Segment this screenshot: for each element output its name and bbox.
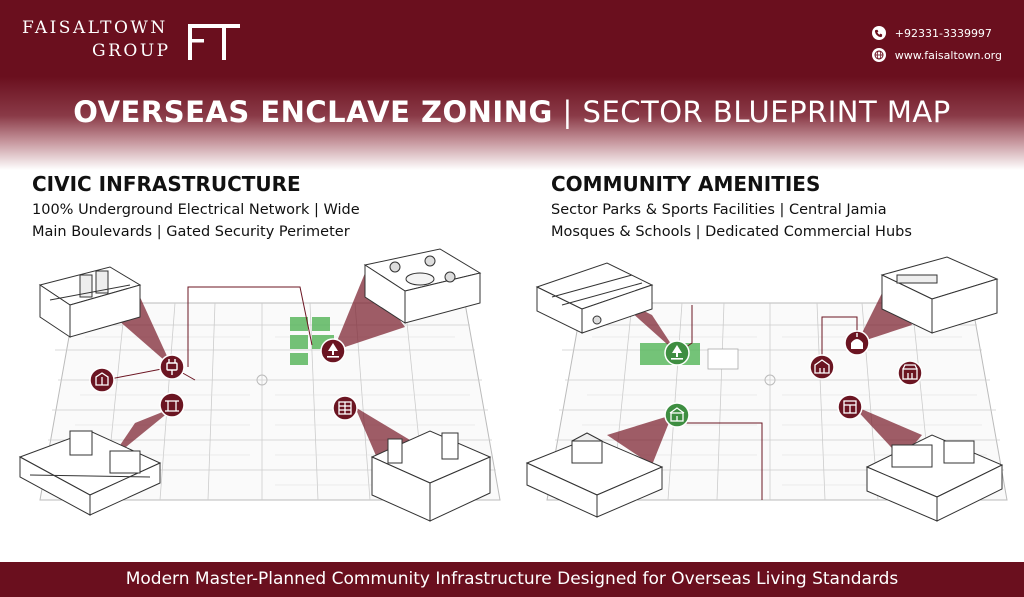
ft-logo-icon [188, 24, 240, 60]
marker-park-amenity[interactable] [664, 340, 690, 366]
park-building-icon [363, 248, 482, 324]
community-heading: COMMUNITY AMENITIES [551, 172, 821, 196]
phone-row[interactable]: +92331-3339997 [871, 26, 1002, 40]
marker-commercial-2[interactable] [837, 394, 863, 420]
park-icon [327, 343, 339, 358]
phone-number: +92331-3339997 [894, 26, 992, 40]
marker-mosque[interactable] [844, 330, 870, 356]
marker-community-building[interactable] [809, 354, 835, 380]
civic-heading: CIVIC INFRASTRUCTURE [32, 172, 301, 196]
title-separator: | [552, 95, 583, 129]
commercial-shop-icon [902, 364, 918, 380]
community-description: Sector Parks & Sports Facilities | Centr… [551, 199, 912, 243]
marker-boulevard[interactable] [159, 392, 185, 418]
commercial-shop-icon [843, 400, 857, 414]
marker-commercial[interactable] [897, 360, 923, 386]
brand-group: GROUP [92, 41, 171, 61]
community-line-2: Mosques & Schools | Dedicated Commercial… [551, 224, 912, 240]
title-bold: OVERSEAS ENCLAVE ZONING [73, 95, 553, 129]
title-light: SECTOR BLUEPRINT MAP [582, 95, 951, 129]
utility-building-icon [38, 266, 142, 338]
mosque-icon [851, 333, 863, 349]
website-link: www.faisaltown.org [894, 48, 1002, 62]
boulevard-icon [165, 400, 179, 412]
brand[interactable]: FAISALTOWN GROUP [22, 18, 171, 61]
page-title: OVERSEAS ENCLAVE ZONING | SECTOR BLUEPRI… [0, 95, 1024, 129]
marker-school[interactable] [664, 402, 690, 428]
building-icon [814, 359, 830, 374]
marker-building[interactable] [332, 395, 358, 421]
park-icon [671, 345, 683, 360]
security-gate-icon [95, 372, 109, 386]
footer-banner: Modern Master-Planned Community Infrastr… [0, 562, 1024, 597]
marker-electric[interactable] [159, 354, 185, 380]
residential-block-icon [370, 430, 492, 522]
gated-street-icon [18, 430, 162, 516]
civic-line-2: Main Boulevards | Gated Security Perimet… [32, 224, 350, 240]
website-row[interactable]: www.faisaltown.org [871, 48, 1002, 62]
civic-buildings [18, 248, 492, 522]
community-buildings [525, 256, 1004, 522]
civic-sector-map [18, 248, 501, 522]
electric-plug-icon [166, 359, 178, 375]
globe-icon [871, 48, 886, 62]
school-campus-icon [525, 432, 664, 518]
mosque-complex-icon [880, 256, 999, 334]
civic-description: 100% Underground Electrical Network | Wi… [32, 199, 360, 243]
brand-name: FAISALTOWN [22, 18, 168, 38]
school-icon [669, 407, 685, 422]
building-icon [338, 401, 352, 415]
community-line-1: Sector Parks & Sports Facilities | Centr… [551, 202, 887, 218]
commercial-hub-icon [865, 434, 1004, 522]
header-banner: FAISALTOWN GROUP +92331-3339997 www.fais… [0, 0, 1024, 170]
marker-security[interactable] [89, 367, 115, 393]
contact-info: +92331-3339997 www.faisaltown.org [871, 26, 1002, 70]
sports-complex-icon [535, 262, 654, 334]
phone-icon [871, 26, 886, 40]
civic-line-1: 100% Underground Electrical Network | Wi… [32, 202, 360, 218]
marker-park[interactable] [320, 338, 346, 364]
community-sector-map [525, 256, 1008, 522]
